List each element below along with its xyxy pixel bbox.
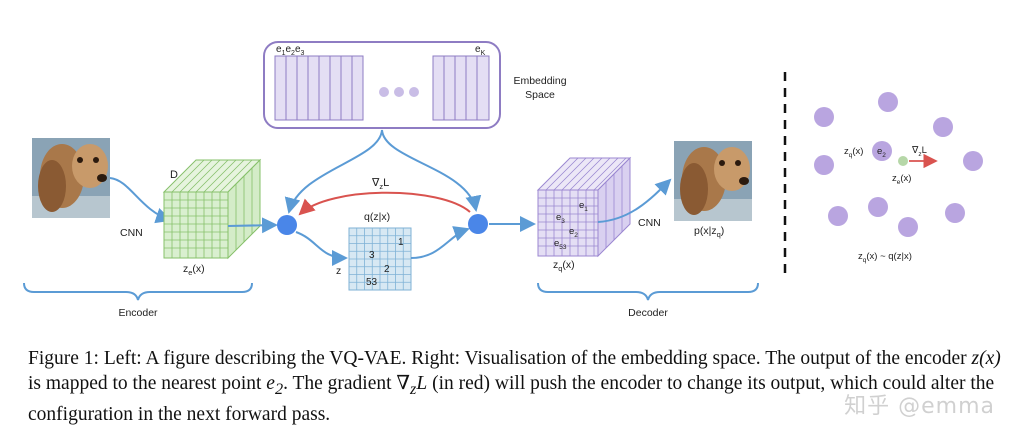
encoder-to-node-arrow — [227, 217, 278, 234]
cnn-arrow-right — [597, 178, 672, 223]
embedding-codebook: e1e2e3 eK — [263, 41, 501, 129]
embedding-space-label-1: Embedding — [513, 75, 566, 87]
codebook-last-label: eK — [475, 44, 486, 57]
gradient-label: ∇zL — [371, 177, 389, 191]
right-ze-label: ze(x) — [892, 173, 911, 186]
embedding-point-e2 — [872, 141, 892, 161]
embedding-point — [814, 107, 834, 127]
ze-label: ze(x) — [183, 263, 205, 277]
decoder-e2: e2 — [569, 226, 578, 239]
figure-caption: Figure 1: Left: A figure describing the … — [28, 346, 1003, 427]
embedding-point — [868, 197, 888, 217]
caption-part4: (in red) will push the encoder to change… — [28, 373, 995, 425]
dim-d-label: D — [170, 169, 178, 181]
input-dog-image — [32, 138, 110, 218]
embedding-space-label-2: Space — [525, 89, 555, 101]
embedding-point — [878, 92, 898, 112]
codebook-first-block — [274, 55, 364, 121]
decoder-label: Decoder — [628, 307, 668, 319]
embedding-point — [828, 206, 848, 226]
embedding-point — [933, 117, 953, 137]
right-e2-label: e2 — [877, 146, 886, 159]
encoder-brace — [23, 282, 253, 301]
embedding-points — [814, 92, 983, 237]
decoder-e3: e3 — [556, 212, 565, 225]
encoder-output-node — [277, 215, 297, 235]
grid-value-53: 53 — [366, 277, 378, 288]
grid-value-2: 2 — [384, 264, 390, 275]
caption-gradient: ∇zL — [396, 373, 428, 398]
encoder-cube — [162, 158, 262, 260]
decoder-e53: e53 — [554, 238, 567, 251]
grid-to-node-arrow — [410, 226, 470, 259]
right-grad-label: ∇zL — [911, 145, 927, 158]
cnn-right-label: CNN — [638, 217, 661, 229]
caption-zx: z(x) — [971, 348, 1001, 369]
caption-part2: is mapped to the nearest point — [28, 373, 267, 394]
grid-value-3: 3 — [369, 250, 375, 261]
quantized-node — [468, 214, 488, 234]
embedding-point — [898, 217, 918, 237]
right-bottom-label: zq(x) ~ q(z|x) — [858, 251, 912, 264]
qzx-label: q(z|x) — [364, 211, 390, 223]
encoder-output-point — [898, 156, 908, 166]
codebook-first-label: e1e2e3 — [276, 44, 305, 57]
embedding-point — [814, 155, 834, 175]
codebook-ellipsis-dots — [379, 87, 419, 97]
embedding-point — [945, 203, 965, 223]
caption-part1: Figure 1: Left: A figure describing the … — [28, 348, 972, 369]
zq-label: zq(x) — [553, 259, 575, 273]
output-dog-image — [674, 141, 752, 221]
right-zq-label: zq(x) — [844, 146, 863, 159]
encoder-label: Encoder — [118, 307, 158, 319]
gradient-arrow — [298, 191, 471, 216]
watermark: 知乎 @emma — [844, 394, 995, 419]
caption-e2: e2 — [266, 373, 284, 398]
cnn-left-label: CNN — [120, 227, 143, 239]
decoder-cube: e1 e3 e2 e53 — [536, 156, 632, 258]
pxzq-label: p(x|zq) — [694, 225, 724, 239]
embedding-point — [963, 151, 983, 171]
codebook-to-left-node-arrow — [284, 129, 383, 214]
latent-grid: 1 3 2 53 — [348, 227, 412, 291]
codebook-to-right-node-arrow — [381, 129, 482, 212]
caption-part3: . The gradient — [283, 373, 397, 394]
codebook-last-block — [432, 55, 490, 121]
cnn-arrow-left — [109, 177, 172, 224]
grid-value-1: 1 — [398, 237, 404, 248]
decoder-brace — [537, 282, 759, 301]
z-label: z — [336, 265, 341, 277]
node-to-grid-arrow — [295, 231, 348, 266]
decoder-e1: e1 — [579, 200, 588, 213]
